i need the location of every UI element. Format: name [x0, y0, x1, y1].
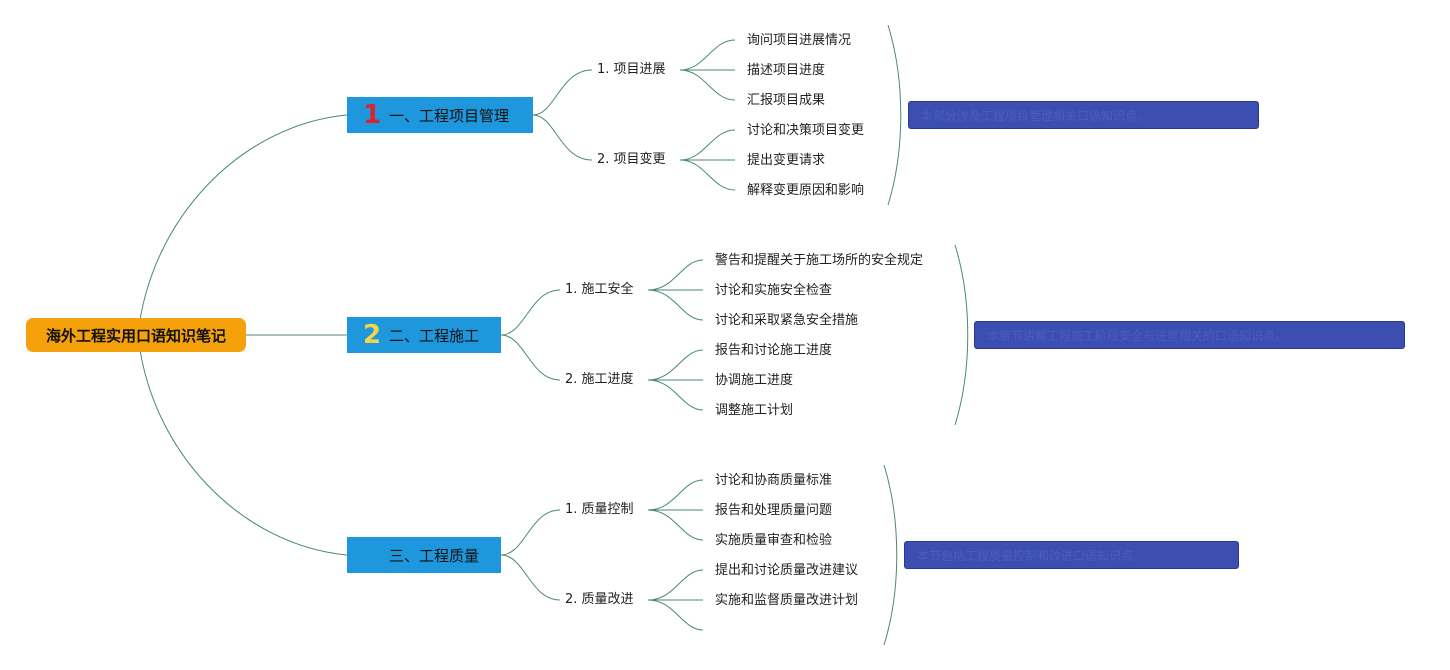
leaf-item[interactable]: 实施和监督质量改进计划 [715, 591, 858, 611]
main-topic-label: 二、工程施工 [389, 326, 480, 345]
main-topic-quality[interactable]: 三、工程质量 [347, 537, 501, 573]
summary-box-branch-1[interactable]: 本部分涉及工程项目管理相关口语知识点。 [908, 101, 1259, 129]
brace-branch-1 [887, 24, 902, 206]
leaf-label: 实施质量审查和检验 [715, 533, 833, 548]
subtopic-label: 1. 质量控制 [565, 502, 634, 517]
link-b1-g1-i1 [679, 39, 736, 71]
leaf-label: 讨论和协商质量标准 [715, 473, 833, 488]
leaf-item[interactable]: 解释变更原因和影响 [747, 181, 864, 201]
link-b1-g1 [532, 69, 593, 116]
leaf-item[interactable]: 询问项目进展情况 [747, 31, 851, 51]
leaf-label: 提出变更请求 [747, 153, 826, 168]
link-b1-g1-i3 [679, 69, 736, 101]
subtopic-project-progress[interactable]: 1. 项目进展 [597, 60, 666, 80]
leaf-item[interactable]: 描述项目进度 [747, 61, 825, 81]
link-b2-g1-i1 [647, 259, 704, 291]
leaf-item[interactable]: 调整施工计划 [715, 401, 793, 421]
leaf-label: 实施和监督质量改进计划 [715, 593, 859, 608]
leaf-label: 报告和处理质量问题 [715, 503, 833, 518]
leaf-label: 警告和提醒关于施工场所的安全规定 [715, 253, 924, 268]
leaf-item[interactable]: 讨论和采取紧急安全措施 [715, 311, 858, 331]
link-b1-g2-i1 [679, 129, 736, 161]
leaf-item[interactable]: 讨论和决策项目变更 [747, 121, 864, 141]
link-b3-g1-i1 [647, 479, 704, 511]
brace-branch-2 [954, 244, 969, 426]
leaf-item[interactable]: 报告和讨论施工进度 [715, 341, 832, 361]
leaf-label: 讨论和决策项目变更 [747, 123, 865, 138]
leaf-item[interactable]: 提出和讨论质量改进建议 [715, 561, 858, 581]
subtopic-label: 2. 项目变更 [597, 152, 666, 167]
main-topic-label: 三、工程质量 [389, 546, 480, 565]
link-root-branch-1 [137, 114, 348, 336]
link-b2-g1 [500, 289, 561, 336]
subtopic-label: 1. 施工安全 [565, 282, 634, 297]
leaf-item[interactable]: 提出变更请求 [747, 151, 825, 171]
leaf-item[interactable]: 报告和处理质量问题 [715, 501, 832, 521]
leaf-item[interactable]: 汇报项目成果 [747, 91, 825, 111]
leaf-label: 描述项目进度 [747, 63, 826, 78]
link-b1-g2-i3 [679, 159, 736, 191]
brace-branch-3 [883, 464, 898, 646]
subtopic-quality-control[interactable]: 1. 质量控制 [565, 500, 634, 520]
leaf-item[interactable]: 讨论和实施安全检查 [715, 281, 832, 301]
link-b2-g2 [500, 334, 561, 381]
subtopic-quality-improvement[interactable]: 2. 质量改进 [565, 590, 634, 610]
subtopic-label: 2. 质量改进 [565, 592, 634, 607]
leaf-item[interactable]: 警告和提醒关于施工场所的安全规定 [715, 251, 923, 271]
leaf-label: 讨论和采取紧急安全措施 [715, 313, 859, 328]
leaf-label: 讨论和实施安全检查 [715, 283, 833, 298]
number-marker-2: 2 [363, 320, 382, 350]
summary-box-branch-3[interactable]: 本节包括工程质量控制和改进口语知识点。 [904, 541, 1239, 569]
link-b3-g1-i3 [647, 509, 704, 541]
link-b2-g2-i1 [647, 349, 704, 381]
leaf-label: 汇报项目成果 [747, 93, 826, 108]
link-root-branch-3 [137, 334, 348, 556]
leaf-item[interactable]: 讨论和协商质量标准 [715, 471, 832, 491]
link-b2-g2-i3 [647, 379, 704, 411]
link-b2-g1-i3 [647, 289, 704, 321]
main-topic-label: 一、工程项目管理 [389, 106, 510, 125]
leaf-label: 询问项目进展情况 [747, 33, 852, 48]
summary-box-branch-2[interactable]: 本章节讲解工程施工阶段安全与进度相关的口语知识点。 [974, 321, 1405, 349]
summary-text: 本章节讲解工程施工阶段安全与进度相关的口语知识点。 [987, 329, 1288, 343]
main-topic-construction[interactable]: 2 二、工程施工 [347, 317, 501, 353]
link-b3-g1 [500, 509, 561, 556]
summary-text: 本部分涉及工程项目管理相关口语知识点。 [921, 109, 1150, 123]
leaf-label: 提出和讨论质量改进建议 [715, 563, 859, 578]
leaf-label: 解释变更原因和影响 [747, 183, 865, 198]
leaf-label: 协调施工进度 [715, 373, 794, 388]
subtopic-label: 2. 施工进度 [565, 372, 634, 387]
link-b3-g2-i1 [647, 569, 704, 601]
link-b3-g2 [500, 554, 561, 601]
leaf-label: 报告和讨论施工进度 [715, 343, 833, 358]
root-topic[interactable]: 海外工程实用口语知识笔记 [26, 318, 246, 352]
link-b3-g2-i3 [647, 599, 704, 631]
leaf-label: 调整施工计划 [715, 403, 794, 418]
subtopic-construction-safety[interactable]: 1. 施工安全 [565, 280, 634, 300]
leaf-item[interactable]: 协调施工进度 [715, 371, 793, 391]
root-topic-label: 海外工程实用口语知识笔记 [45, 326, 226, 345]
link-b1-g2 [532, 114, 593, 161]
subtopic-construction-progress[interactable]: 2. 施工进度 [565, 370, 634, 390]
subtopic-label: 1. 项目进展 [597, 62, 666, 77]
subtopic-project-change[interactable]: 2. 项目变更 [597, 150, 666, 170]
number-marker-1: 1 [363, 100, 382, 130]
summary-text: 本节包括工程质量控制和改进口语知识点。 [917, 549, 1146, 563]
main-topic-project-management[interactable]: 1 一、工程项目管理 [347, 97, 533, 133]
leaf-item[interactable]: 实施质量审查和检验 [715, 531, 832, 551]
